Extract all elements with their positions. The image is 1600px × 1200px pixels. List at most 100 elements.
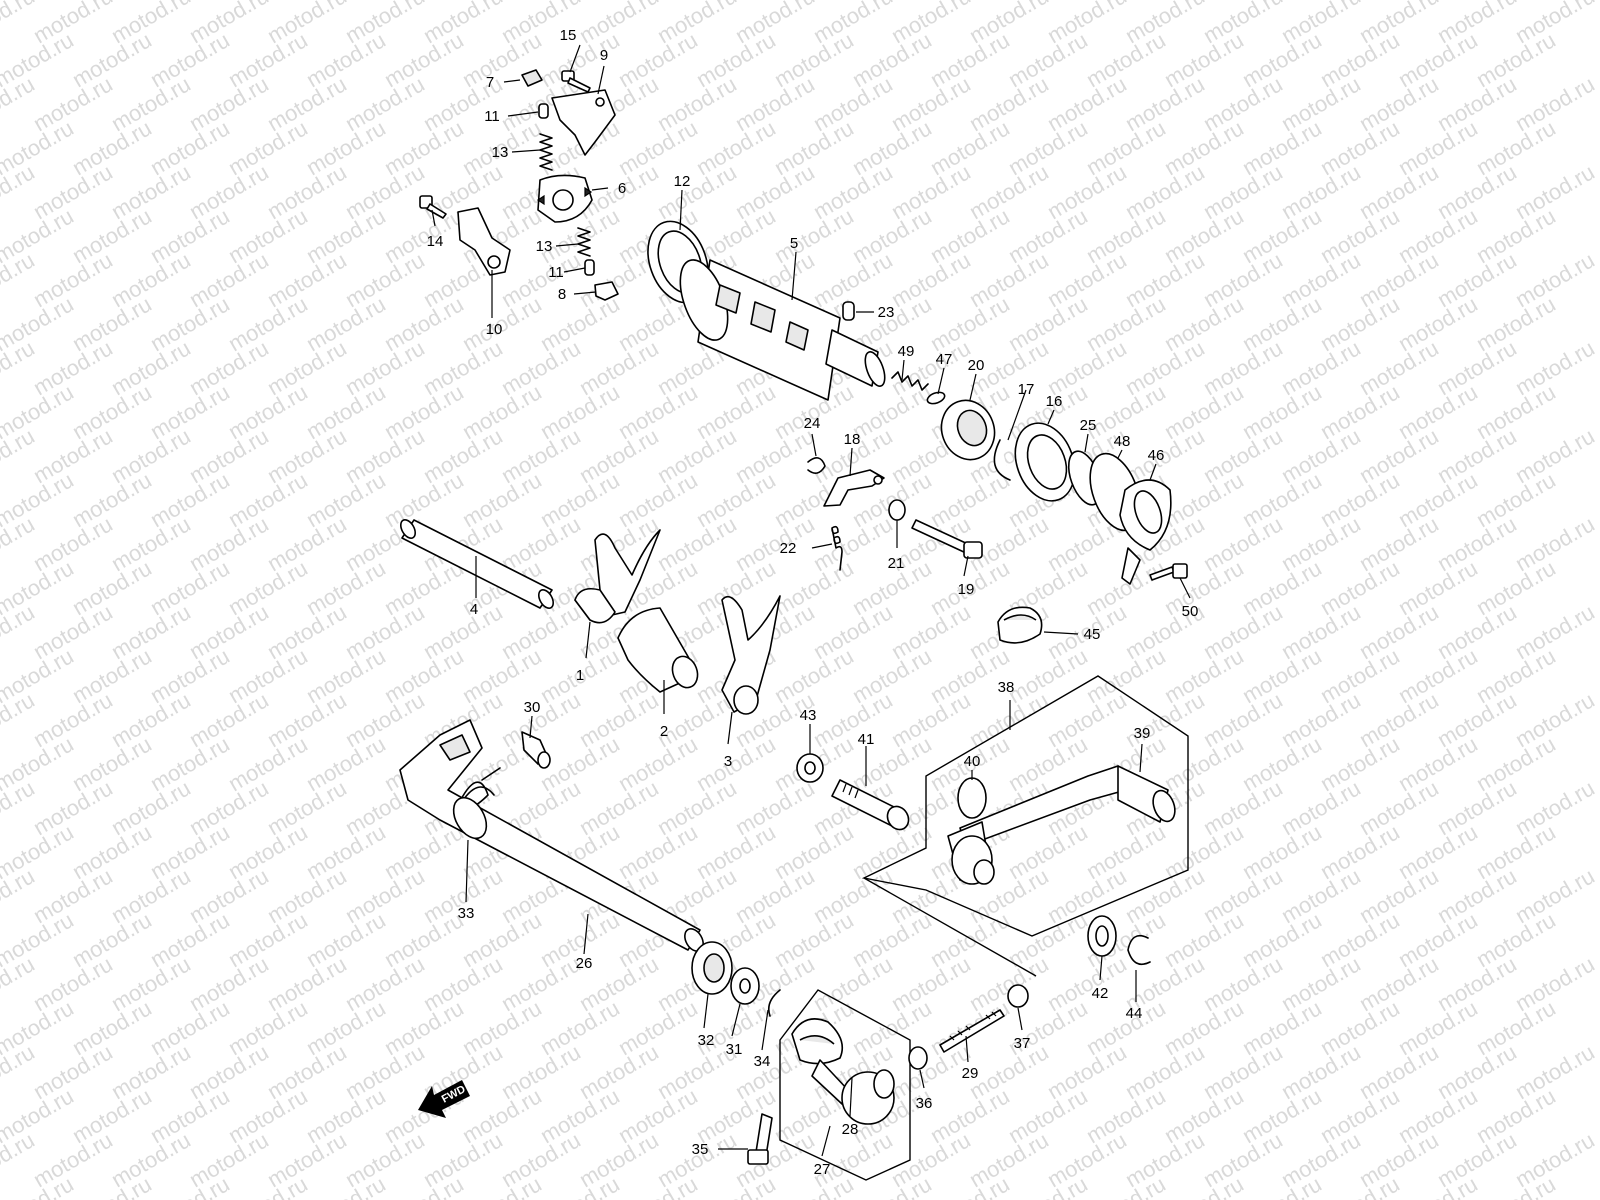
part-16-bearing: [1014, 422, 1076, 502]
watermark-text: motod.ru: [1511, 335, 1599, 400]
callout-2: 2: [660, 723, 668, 740]
watermark-text: motod.ru: [1511, 863, 1599, 928]
part-39-shift-pedal: [959, 765, 1176, 847]
callout-23: 23: [878, 304, 895, 321]
part-49-spring: [891, 371, 929, 391]
callout-18: 18: [844, 431, 861, 448]
part-29-tie-rod: [939, 1009, 1005, 1053]
callout-13-lower: 13: [536, 238, 553, 255]
callout-30: 30: [524, 699, 541, 716]
part-50-bolt: [1149, 563, 1188, 581]
watermark-text: motod.ru: [1511, 599, 1599, 664]
part-11-pin-lower: [584, 259, 595, 276]
callout-numbers: 1 2 3 4 5 6 7 8 9 10 11 11 12 13 13 14 1…: [427, 27, 1199, 1178]
callout-22: 22: [780, 540, 797, 557]
part-13-spring-upper: [539, 133, 553, 171]
callout-45: 45: [1084, 626, 1101, 643]
callout-37: 37: [1014, 1035, 1031, 1052]
callout-40: 40: [964, 753, 981, 770]
callout-41: 41: [858, 731, 875, 748]
callout-39: 39: [1134, 725, 1151, 742]
part-18-pawl: [823, 469, 885, 507]
part-42-washer: [1087, 915, 1117, 957]
part-45-cap: [997, 606, 1043, 644]
part-4-fork-shaft: [399, 519, 555, 609]
callout-3: 3: [724, 753, 732, 770]
part-30-stud: [521, 731, 551, 769]
callout-8: 8: [558, 286, 566, 303]
part-27-frame: [779, 989, 911, 1181]
part-34-clip: [767, 989, 781, 1017]
callout-33: 33: [458, 905, 475, 922]
callout-48: 48: [1114, 433, 1131, 450]
part-1-shift-fork: [574, 529, 661, 624]
part-40-lever-arm: [947, 777, 995, 885]
callout-27: 27: [814, 1161, 831, 1178]
watermark-text: motod.ru: [1511, 159, 1599, 224]
part-10-hole: [487, 255, 501, 269]
part-8-stopper: [594, 281, 619, 301]
part-28-shift-lever: [791, 1018, 895, 1125]
callout-6: 6: [618, 180, 626, 197]
callout-34: 34: [754, 1053, 771, 1070]
part-5-shift-drum: [679, 259, 886, 401]
part-17-circlip: [993, 439, 1011, 481]
part-22-spring: [831, 525, 843, 571]
part-38-leader-line: [863, 877, 1037, 977]
part-38-frame: [861, 675, 1189, 937]
part-9-hole: [595, 97, 605, 107]
callout-16: 16: [1046, 393, 1063, 410]
callout-44: 44: [1126, 1005, 1143, 1022]
callout-5: 5: [790, 235, 798, 252]
part-7-plate: [521, 69, 543, 87]
callout-17: 17: [1018, 381, 1035, 398]
part-41-pivot-bolt: [831, 779, 910, 831]
callout-25: 25: [1080, 417, 1097, 434]
part-13-spring-lower: [577, 227, 591, 257]
leader-lines: [431, 44, 1191, 1157]
callout-32: 32: [698, 1032, 715, 1049]
part-20-cam-plate: [940, 399, 996, 461]
callout-38: 38: [998, 679, 1015, 696]
callout-24: 24: [804, 415, 821, 432]
watermark-text: motod.ru: [1511, 687, 1599, 752]
part-3-shift-fork: [721, 595, 781, 715]
part-47-pin: [926, 391, 946, 405]
callout-10: 10: [486, 321, 503, 338]
watermark-text: motod.ru: [1511, 775, 1599, 840]
callout-14: 14: [427, 233, 444, 250]
callout-31: 31: [726, 1041, 743, 1058]
part-37-nut: [1007, 984, 1029, 1008]
part-32-oil-seal: [691, 941, 733, 995]
callout-47: 47: [936, 351, 953, 368]
part-46-retainer: [1119, 479, 1172, 585]
part-19-bolt: [911, 519, 983, 559]
callout-11-lower: 11: [548, 264, 564, 281]
watermark-text: motod.ru: [1511, 511, 1599, 576]
part-26-gearshift-shaft: [399, 719, 704, 952]
callout-12: 12: [674, 173, 691, 190]
part-23-pin: [842, 301, 855, 321]
part-35-bolt: [747, 1113, 773, 1165]
part-24-clip: [807, 457, 826, 474]
callout-42: 42: [1092, 985, 1109, 1002]
part-11-pin-upper: [538, 103, 549, 119]
callout-26: 26: [576, 955, 593, 972]
callout-43: 43: [800, 707, 817, 724]
part-15-bolt: [561, 70, 591, 93]
callout-19: 19: [958, 581, 975, 598]
callout-13-upper: 13: [492, 144, 509, 161]
part-21-washer: [888, 499, 906, 521]
callout-46: 46: [1148, 447, 1165, 464]
fwd-arrow-icon: FWD: [418, 1080, 470, 1118]
callout-35: 35: [692, 1141, 709, 1158]
callout-4: 4: [470, 601, 478, 618]
callout-11-upper: 11: [484, 108, 500, 125]
watermark-text: motod.ru: [1511, 951, 1599, 1016]
callout-29: 29: [962, 1065, 979, 1082]
part-31-washer: [730, 967, 760, 1005]
callout-21: 21: [888, 555, 905, 572]
part-6-stopper-cam: [536, 174, 593, 223]
